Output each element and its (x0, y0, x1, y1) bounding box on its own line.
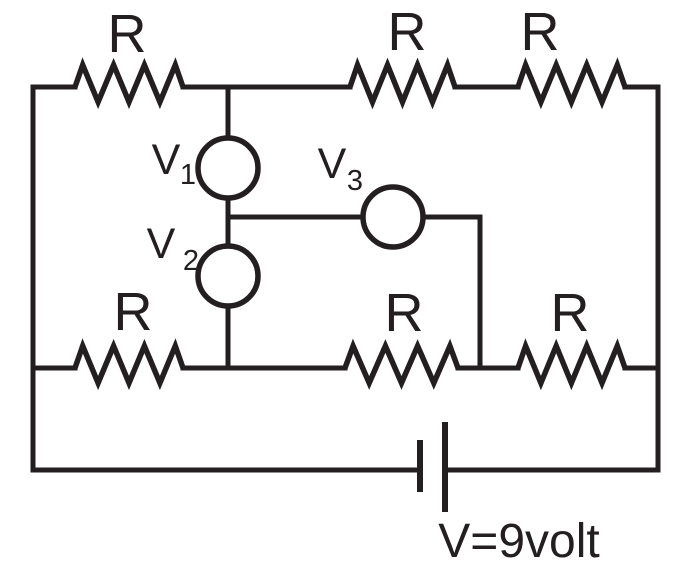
voltmeter-v2-label: V (147, 220, 176, 268)
resistor-label-top-right: R (521, 2, 560, 62)
resistor-bottom-left (72, 338, 186, 391)
voltmeter-v1-subscript: 1 (180, 159, 196, 191)
resistor-bottom-right (515, 338, 628, 391)
voltmeter-v2-circle (195, 243, 261, 309)
voltmeter-v1-circle (195, 135, 261, 201)
resistor-label-bottom-middle: R (385, 283, 424, 343)
voltmeter-v2-subscript: 2 (183, 245, 199, 277)
battery-symbol (417, 422, 448, 512)
resistor-label-bottom-right: R (551, 283, 590, 343)
resistor-label-top-left: R (108, 4, 147, 64)
battery-voltage-label: V=9volt (438, 515, 599, 568)
resistor-label-bottom-left: R (114, 282, 153, 342)
voltmeter-v3-circle (360, 184, 426, 250)
voltmeter-v1-label: V (152, 136, 181, 184)
resistor-top-left (72, 57, 186, 110)
resistor-bottom-middle (342, 338, 461, 390)
voltmeter-v3-subscript: 3 (347, 165, 363, 197)
resistor-top-right (515, 57, 628, 110)
resistor-top-middle (347, 57, 458, 110)
voltmeter-v3-label: V (318, 140, 347, 188)
resistor-label-top-middle: R (388, 2, 427, 62)
